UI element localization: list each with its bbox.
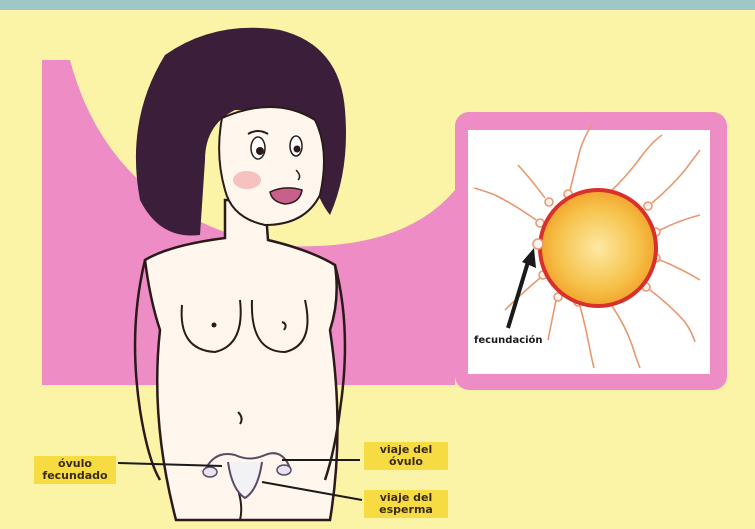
top-border <box>0 0 755 10</box>
woman-figure <box>135 28 346 520</box>
label-fecundacion: fecundación <box>474 335 543 346</box>
label-viaje-ovulo: viaje del óvulo <box>364 442 448 470</box>
face <box>219 107 324 225</box>
label-ovulo-fecundado: óvulo fecundado <box>34 456 116 484</box>
egg-cell-icon <box>540 190 656 306</box>
label-viaje-esperma: viaje del esperma <box>364 490 448 518</box>
fertilizing-sperm-icon <box>533 239 543 249</box>
